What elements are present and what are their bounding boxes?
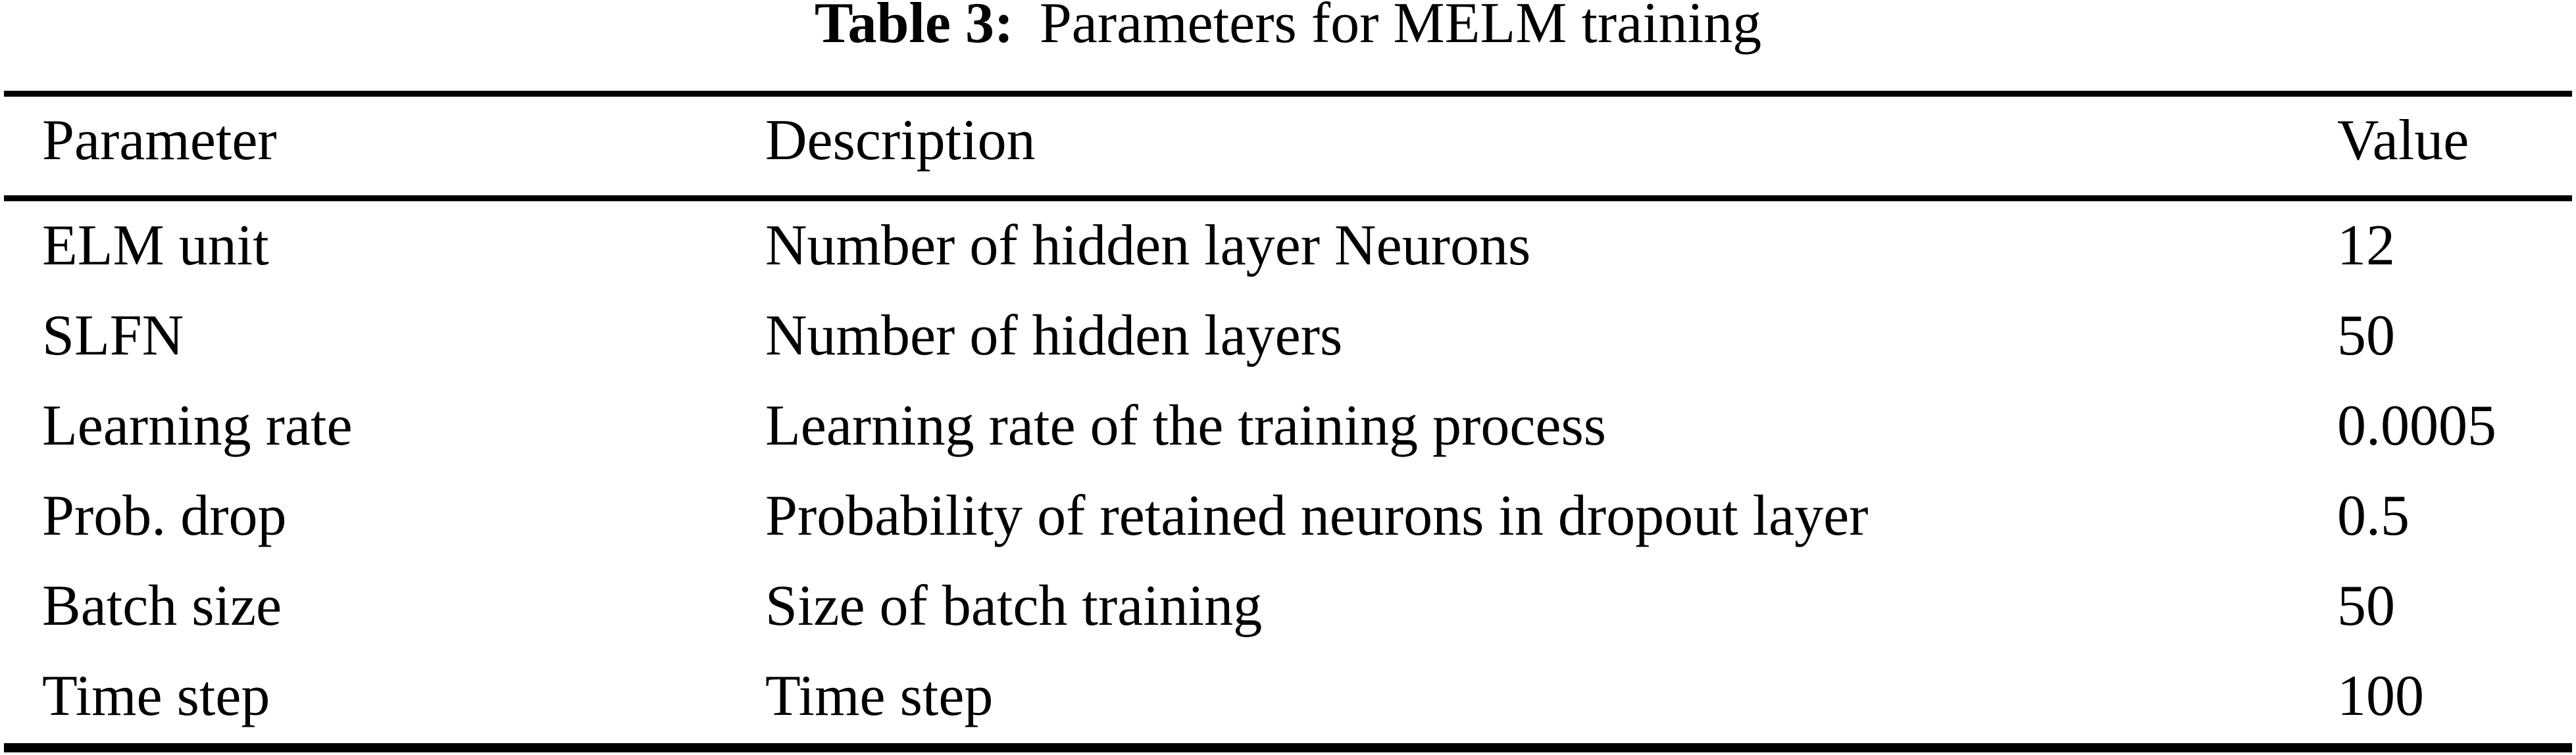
cell-parameter: Batch size (42, 574, 282, 638)
column-header-parameter: Parameter (42, 109, 277, 172)
table-caption-text: Parameters for MELM training (1039, 0, 1762, 55)
cell-parameter: Time step (42, 664, 270, 728)
column-header-description: Description (765, 109, 1036, 172)
cell-description: Probability of retained neurons in dropo… (765, 484, 1869, 548)
cell-parameter: SLFN (42, 304, 184, 368)
cell-value: 0.0005 (2337, 394, 2496, 458)
cell-parameter: Learning rate (42, 394, 353, 458)
cell-parameter: Prob. drop (42, 484, 287, 548)
cell-value: 50 (2337, 574, 2395, 638)
table-header-rule (4, 195, 2572, 201)
cell-description: Number of hidden layer Neurons (765, 214, 1531, 278)
cell-value: 0.5 (2337, 484, 2410, 548)
cell-description: Learning rate of the training process (765, 394, 1606, 458)
table-top-rule (4, 91, 2572, 97)
cell-value: 50 (2337, 304, 2395, 368)
cell-description: Time step (765, 664, 994, 728)
cell-description: Number of hidden layers (765, 304, 1343, 368)
column-header-value: Value (2337, 109, 2469, 172)
cell-description: Size of batch training (765, 574, 1263, 638)
cell-value: 100 (2337, 664, 2424, 728)
table-caption-number: Table 3: (814, 0, 1014, 55)
cell-value: 12 (2337, 214, 2395, 278)
cell-parameter: ELM unit (42, 214, 269, 278)
table-bottom-rule (4, 743, 2572, 752)
table-caption: Table 3: Parameters for MELM training (0, 0, 2576, 53)
